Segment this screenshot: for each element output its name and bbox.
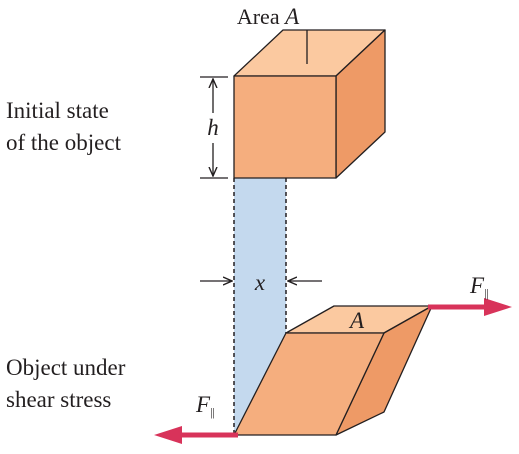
area-label: Area A: [237, 4, 300, 29]
top-face-area-label: A: [348, 308, 365, 333]
force-arrow-bottom-head: [154, 426, 182, 444]
shear-state-line-1: Object under: [6, 355, 126, 380]
force-arrow-top: F||: [428, 273, 512, 316]
displacement-label: x: [254, 270, 266, 295]
initial-cube-front-face: [233, 75, 337, 179]
shear-state-label: Object under shear stress: [6, 352, 125, 416]
sheared-block: A: [233, 305, 433, 436]
force-label-top-subscript: ||: [484, 286, 489, 300]
initial-state-line-2: of the object: [6, 130, 121, 155]
initial-state-label: Initial state of the object: [6, 95, 121, 159]
area-label-prefix: Area: [237, 4, 285, 29]
force-label-bottom-subscript: ||: [210, 405, 215, 419]
force-label-bottom: F||: [195, 392, 215, 419]
force-label-bottom-symbol: F: [195, 392, 211, 417]
force-arrow-bottom: F||: [154, 392, 238, 444]
displacement-dimension: x: [200, 270, 322, 295]
area-label-var: A: [283, 4, 300, 29]
initial-cube: [233, 29, 386, 179]
displacement-strip: [234, 178, 286, 435]
shear-state-line-2: shear stress: [6, 387, 112, 412]
height-dimension: h: [200, 76, 228, 179]
force-label-top-symbol: F: [469, 273, 485, 298]
height-label: h: [207, 115, 219, 140]
initial-state-line-1: Initial state: [6, 98, 109, 123]
sheared-block-front-face: [233, 332, 385, 436]
force-label-top: F||: [469, 273, 489, 300]
force-arrow-top-head: [484, 298, 512, 316]
